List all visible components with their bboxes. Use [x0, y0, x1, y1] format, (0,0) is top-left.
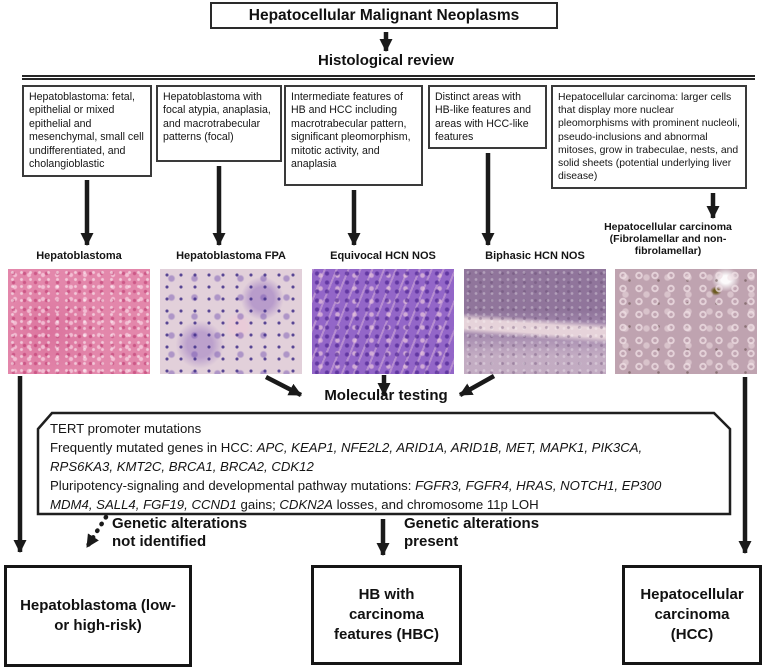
molecular-box-outline [36, 411, 732, 516]
outcome-text: Hepatoblastoma (low- or high-risk) [20, 596, 176, 634]
molecular-line: Pluripotency-signaling and developmental… [50, 478, 662, 493]
histology-label-equivocal: Equivocal HCN NOS [330, 250, 436, 262]
histology-label-hepatoblastoma-fpa: Hepatoblastoma FPA [176, 250, 286, 262]
arrow-hepatoblastoma-bypass-icon [13, 376, 27, 553]
criteria-box-biphasic: Distinct areas with HB-like features and… [428, 85, 547, 149]
arrow-criteria2-icon [212, 166, 226, 246]
not-identified-label: Genetic alterations not identified [112, 515, 248, 550]
page-title: Hepatocellular Malignant Neoplasms [248, 7, 520, 24]
arrow-criteria4-icon [481, 153, 495, 246]
histological-review-label: Histological review [318, 52, 454, 69]
histology-image-hepatoblastoma-fpa [160, 269, 302, 374]
histology-image-biphasic [464, 269, 606, 374]
molecular-testing-label: Molecular testing [324, 387, 448, 404]
arrow-criteria1-icon [80, 180, 94, 246]
title-box: Hepatocellular Malignant Neoplasms [210, 2, 558, 29]
criteria-text: Hepatoblastoma with focal atypia, anapla… [163, 91, 271, 144]
molecular-line: RPS6KA3, KMT2C, BRCA1, BRCA2, CDK12 [50, 459, 314, 474]
histology-image-equivocal [312, 269, 454, 374]
criteria-text: Hepatoblastoma: fetal, epithelial or mix… [29, 91, 144, 171]
criteria-box-hepatoblastoma: Hepatoblastoma: fetal, epithelial or mix… [22, 85, 152, 177]
molecular-line: Frequently mutated genes in HCC: APC, KE… [50, 440, 643, 455]
histology-image-hepatoblastoma [8, 269, 150, 374]
outcome-box-hepatoblastoma: Hepatoblastoma (low- or high-risk) [4, 565, 192, 667]
review-divider-rule [22, 75, 755, 80]
arrow-biphasic-to-molecular-icon [458, 374, 496, 397]
histology-label-hcc: Hepatocellular carcinoma (Fibrolamellar … [604, 221, 732, 257]
arrow-title-to-review-icon [379, 32, 393, 52]
present-label: Genetic alterations present [404, 515, 540, 550]
arrow-criteria5-icon [706, 193, 720, 219]
arrow-equivocal-to-molecular-icon [377, 375, 391, 396]
histology-label-biphasic: Biphasic HCN NOS [485, 250, 585, 262]
criteria-text: Hepatocellular carcinoma: larger cells t… [558, 92, 740, 183]
arrow-dashed-not-identified-icon [84, 514, 109, 550]
criteria-box-hcc: Hepatocellular carcinoma: larger cells t… [551, 85, 747, 189]
criteria-box-hepatoblastoma-fpa: Hepatoblastoma with focal atypia, anapla… [156, 85, 282, 162]
molecular-line: TERT promoter mutations [50, 421, 202, 436]
outcome-box-hcc: Hepatocellular carcinoma (HCC) [622, 565, 762, 665]
molecular-box-text: TERT promoter mutations Frequently mutat… [50, 419, 726, 514]
histology-label-hepatoblastoma: Hepatoblastoma [36, 250, 122, 262]
arrow-criteria3-icon [347, 190, 361, 246]
outcome-box-hbc: HB with carcinoma features (HBC) [311, 565, 462, 665]
molecular-line: MDM4, SALL4, FGF19, CCND1 gains; CDKN2A … [50, 497, 539, 512]
arrow-fpa-to-molecular-icon [264, 374, 303, 398]
histology-image-hcc [615, 269, 757, 374]
criteria-box-equivocal: Intermediate features of HB and HCC incl… [284, 85, 423, 186]
criteria-text: Intermediate features of HB and HCC incl… [291, 91, 411, 171]
arrow-hcc-bypass-icon [738, 377, 752, 554]
criteria-text: Distinct areas with HB-like features and… [435, 91, 531, 144]
outcome-text: Hepatocellular carcinoma (HCC) [640, 585, 744, 644]
outcome-text: HB with carcinoma features (HBC) [334, 585, 440, 644]
arrow-present-icon [376, 519, 390, 556]
